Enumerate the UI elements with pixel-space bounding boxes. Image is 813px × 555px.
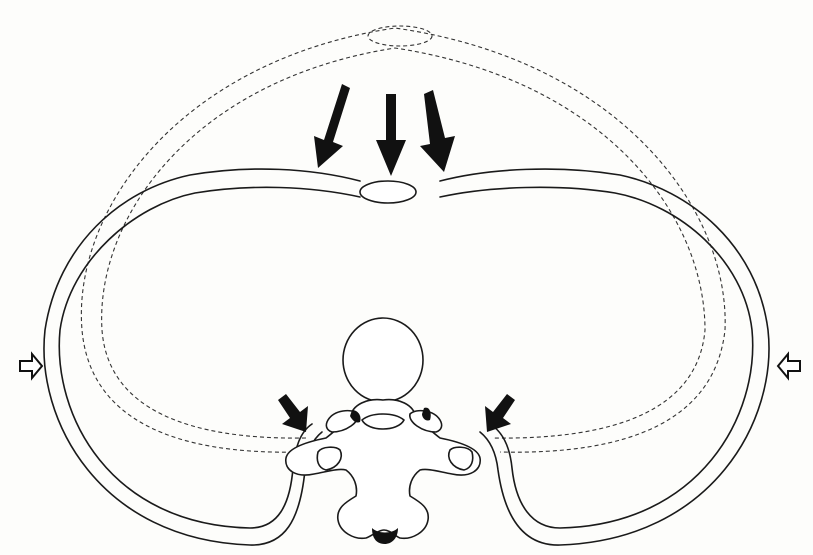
vertebral-body — [343, 318, 423, 402]
arrow-lateral-left — [20, 354, 42, 378]
arrow-anterior-left — [314, 84, 350, 168]
arrow-anterior-center — [376, 94, 406, 176]
arrow-posterior-left — [278, 394, 308, 432]
rib-outer-left — [44, 169, 360, 545]
arrow-lateral-right — [778, 354, 800, 378]
rib-inner-right — [440, 187, 753, 528]
rib-inner-left — [59, 187, 360, 528]
anterior-arrows — [314, 84, 455, 176]
sternum — [360, 181, 416, 203]
arrow-posterior-right — [485, 394, 515, 432]
vertebral-arch — [286, 400, 480, 539]
vertebra — [286, 318, 480, 544]
arrow-anterior-right — [420, 90, 455, 172]
